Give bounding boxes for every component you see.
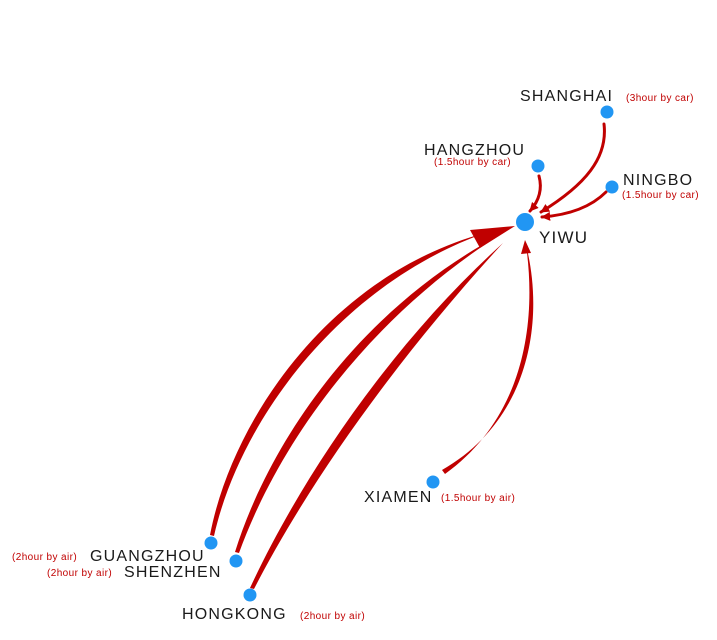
node-hangzhou <box>531 159 545 173</box>
label-yiwu: YIWU <box>539 228 589 247</box>
travel-hangzhou: (1.5hour by car) <box>434 157 511 168</box>
travel-guangzhou: (2hour by air) <box>12 552 78 563</box>
route-hangzhou-yiwu <box>528 174 542 213</box>
travel-xiamen: (1.5hour by air) <box>441 493 516 504</box>
node-shanghai <box>600 105 614 119</box>
label-xiamen: XIAMEN <box>364 489 433 506</box>
node-hongkong <box>243 588 257 602</box>
travel-ningbo: (1.5hour by car) <box>622 190 699 201</box>
node-xiamen <box>426 475 440 489</box>
travel-hongkong: (2hour by air) <box>300 611 366 622</box>
route-guangzhou-yiwu <box>210 233 485 536</box>
label-shanghai: SHANGHAI <box>520 88 614 105</box>
arrowhead-xiamen <box>521 240 531 254</box>
travel-shenzhen: (2hour by air) <box>47 568 113 579</box>
label-guangzhou: GUANGZHOU <box>90 548 205 565</box>
label-hongkong: HONGKONG <box>182 606 287 623</box>
label-shenzhen: SHENZHEN <box>124 564 222 581</box>
node-ningbo <box>605 180 619 194</box>
travel-shanghai: (3hour by car) <box>626 93 694 104</box>
route-shanghai-yiwu <box>539 122 606 214</box>
node-guangzhou <box>204 536 218 550</box>
label-hangzhou: HANGZHOU <box>424 142 526 159</box>
node-shenzhen <box>229 554 243 568</box>
route-xiamen-yiwu <box>442 245 534 474</box>
label-ningbo: NINGBO <box>623 172 694 189</box>
route-ningbo-yiwu <box>540 190 608 221</box>
node-yiwu <box>516 213 534 231</box>
route-hongkong-yiwu <box>250 243 503 589</box>
arrowhead-guangzhou <box>470 226 515 248</box>
